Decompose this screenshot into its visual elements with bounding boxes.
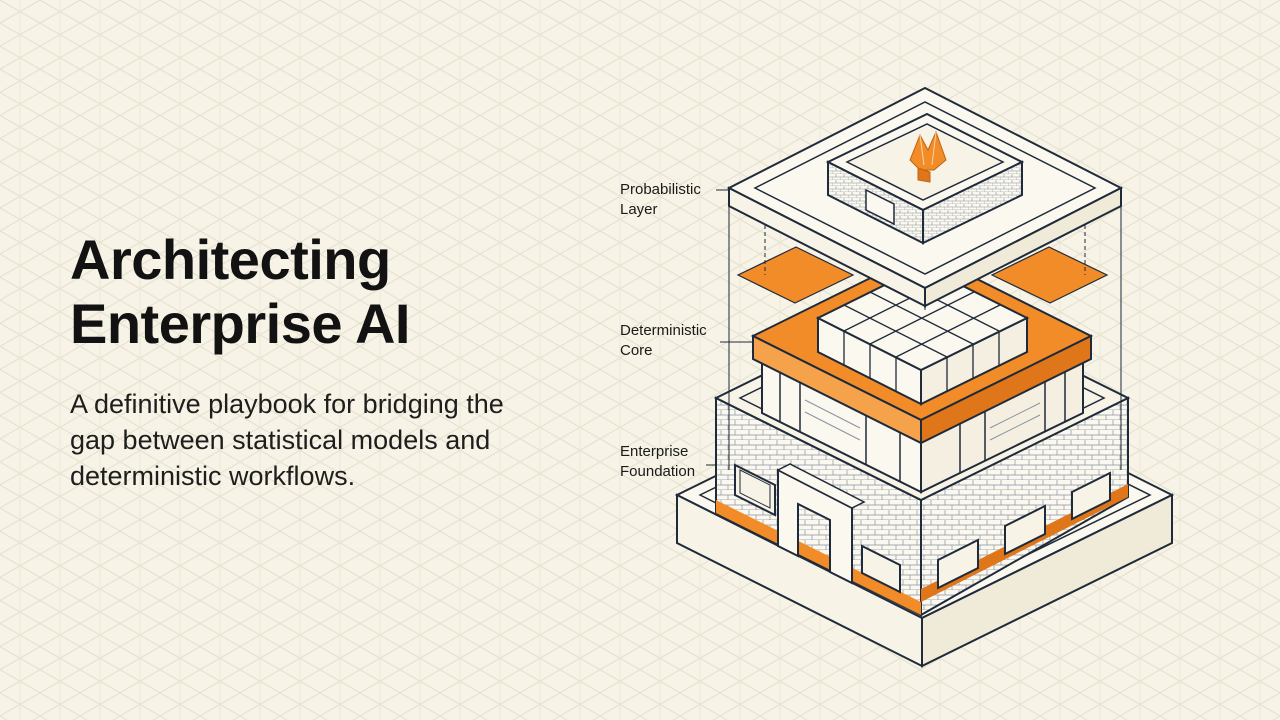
probabilistic-layer-label: Probabilistic Layer — [620, 180, 701, 220]
floating-plates — [736, 246, 1109, 304]
deterministic-label-line-2: Core — [620, 342, 653, 359]
title-line-1: Architecting — [70, 228, 391, 291]
deterministic-core — [750, 250, 1094, 445]
enterprise-foundation-label: Enterprise Foundation — [620, 442, 695, 482]
page-subtitle: A definitive playbook for bridging the g… — [70, 386, 550, 494]
page-title: Architecting Enterprise AI — [70, 228, 410, 356]
crystal-icon — [909, 130, 947, 183]
callout-lines — [706, 189, 753, 466]
probabilistic-label-line-2: Layer — [620, 201, 658, 218]
subtitle-line-2: gap between statistical models and — [70, 425, 491, 455]
title-line-2: Enterprise AI — [70, 292, 410, 355]
subtitle-line-3: deterministic workflows. — [70, 461, 356, 491]
probabilistic-label-line-1: Probabilistic — [620, 181, 701, 198]
enterprise-label-line-1: Enterprise — [620, 443, 689, 460]
deterministic-core-label: Deterministic Core — [620, 321, 707, 361]
probabilistic-layer — [726, 86, 1124, 470]
subtitle-line-1: A definitive playbook for bridging the — [70, 389, 504, 419]
enterprise-label-line-2: Foundation — [620, 463, 696, 480]
deterministic-label-line-1: Deterministic — [620, 322, 707, 339]
